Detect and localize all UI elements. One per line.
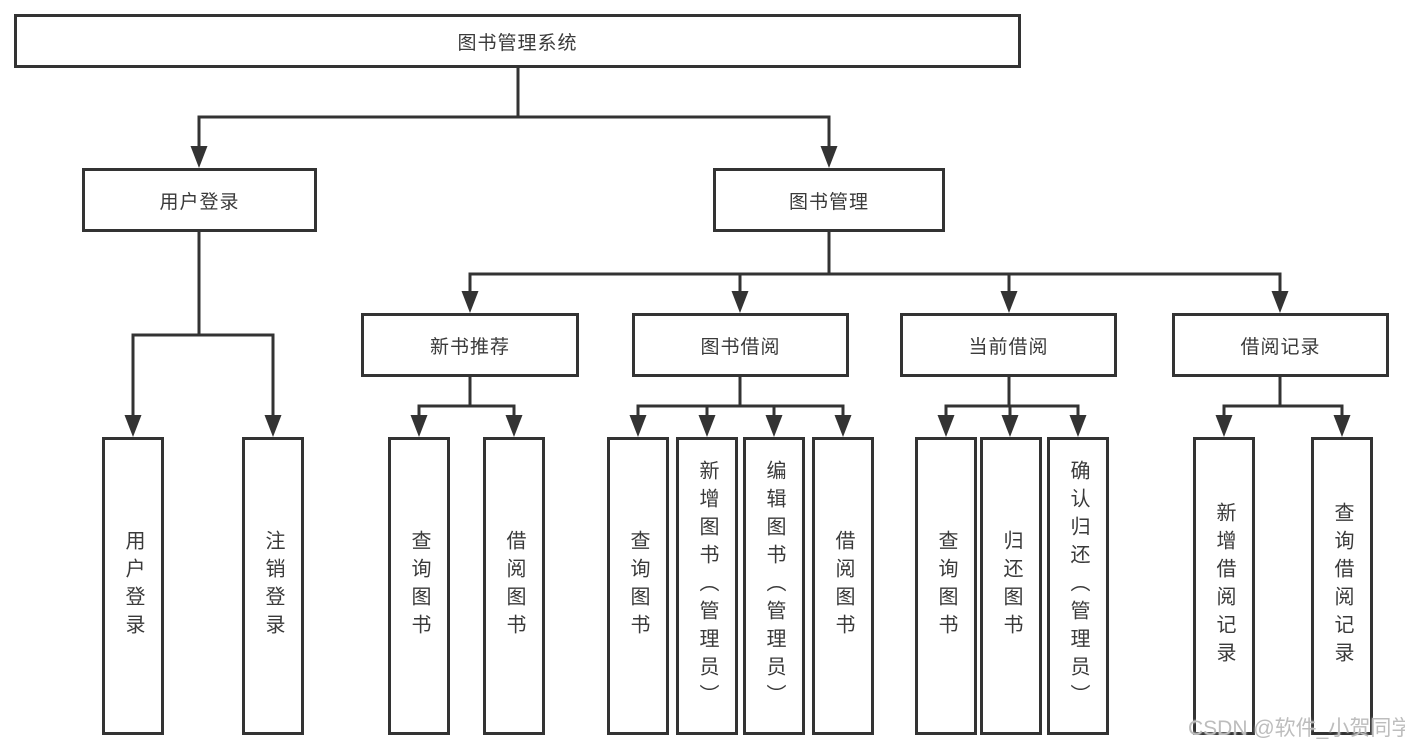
leaf-query-borrow-record-label: 查询借阅记录 xyxy=(1331,502,1353,670)
leaf-query-books-current-label: 查询图书 xyxy=(935,530,957,642)
leaf-query-books-current: 查询图书 xyxy=(915,437,977,735)
arrowhead-icon xyxy=(461,291,479,313)
leaf-add-borrow-record: 新增借阅记录 xyxy=(1193,437,1255,735)
leaf-user-login: 用户登录 xyxy=(102,437,164,735)
arrowhead-icon xyxy=(765,415,783,437)
arrowhead-icon xyxy=(1215,415,1233,437)
leaf-edit-book-admin: 编辑图书（管理员） xyxy=(743,437,805,735)
node-new-book-recommend-label: 新书推荐 xyxy=(429,336,510,358)
node-current-borrow-label: 当前借阅 xyxy=(968,336,1049,358)
node-new-book-recommend: 新书推荐 xyxy=(361,313,579,377)
leaf-query-books-recommend-label: 查询图书 xyxy=(408,530,430,642)
arrowhead-icon xyxy=(264,415,282,437)
arrowhead-icon xyxy=(629,415,647,437)
node-root: 图书管理系统 xyxy=(14,14,1021,68)
leaf-query-books-borrow-label: 查询图书 xyxy=(627,530,649,642)
arrowhead-icon xyxy=(410,415,428,437)
arrowhead-icon xyxy=(190,146,208,168)
node-book-management: 图书管理 xyxy=(713,168,945,232)
leaf-add-borrow-record-label: 新增借阅记录 xyxy=(1213,502,1235,670)
leaf-query-borrow-record: 查询借阅记录 xyxy=(1311,437,1373,735)
node-book-borrow-label: 图书借阅 xyxy=(700,336,781,358)
node-current-borrow: 当前借阅 xyxy=(900,313,1117,377)
node-book-management-label: 图书管理 xyxy=(788,191,869,213)
leaf-logout-label: 注销登录 xyxy=(262,530,284,642)
node-borrow-records-label: 借阅记录 xyxy=(1240,336,1321,358)
arrowhead-icon xyxy=(698,415,716,437)
arrowhead-icon xyxy=(1271,291,1289,313)
leaf-return-book-label: 归还图书 xyxy=(1000,530,1022,642)
leaf-confirm-return-admin-label: 确认归还（管理员） xyxy=(1067,460,1089,712)
leaf-borrow-books: 借阅图书 xyxy=(812,437,874,735)
arrowhead-icon xyxy=(1000,291,1018,313)
arrowhead-icon xyxy=(731,291,749,313)
leaf-user-login-label: 用户登录 xyxy=(122,530,144,642)
leaf-return-book: 归还图书 xyxy=(980,437,1042,735)
arrowhead-icon xyxy=(505,415,523,437)
arrowhead-icon xyxy=(820,146,838,168)
leaf-add-book-admin: 新增图书（管理员） xyxy=(676,437,738,735)
node-user-login-label: 用户登录 xyxy=(159,191,240,213)
node-book-borrow: 图书借阅 xyxy=(632,313,849,377)
arrowhead-icon xyxy=(1333,415,1351,437)
leaf-confirm-return-admin: 确认归还（管理员） xyxy=(1047,437,1109,735)
node-root-label: 图书管理系统 xyxy=(457,32,578,54)
leaf-add-book-admin-label: 新增图书（管理员） xyxy=(696,460,718,712)
node-borrow-records: 借阅记录 xyxy=(1172,313,1389,377)
leaf-borrow-books-label: 借阅图书 xyxy=(832,530,854,642)
leaf-edit-book-admin-label: 编辑图书（管理员） xyxy=(763,460,785,712)
leaf-logout: 注销登录 xyxy=(242,437,304,735)
node-user-login: 用户登录 xyxy=(82,168,317,232)
arrowhead-icon xyxy=(1069,415,1087,437)
leaf-borrow-books-recommend: 借阅图书 xyxy=(483,437,545,735)
leaf-borrow-books-recommend-label: 借阅图书 xyxy=(503,530,525,642)
arrowhead-icon xyxy=(834,415,852,437)
arrowhead-icon xyxy=(1001,415,1019,437)
leaf-query-books-recommend: 查询图书 xyxy=(388,437,450,735)
arrowhead-icon xyxy=(124,415,142,437)
leaf-query-books-borrow: 查询图书 xyxy=(607,437,669,735)
arrowhead-icon xyxy=(937,415,955,437)
csdn-watermark: CSDN @软件_小贺同学 xyxy=(1188,717,1405,740)
